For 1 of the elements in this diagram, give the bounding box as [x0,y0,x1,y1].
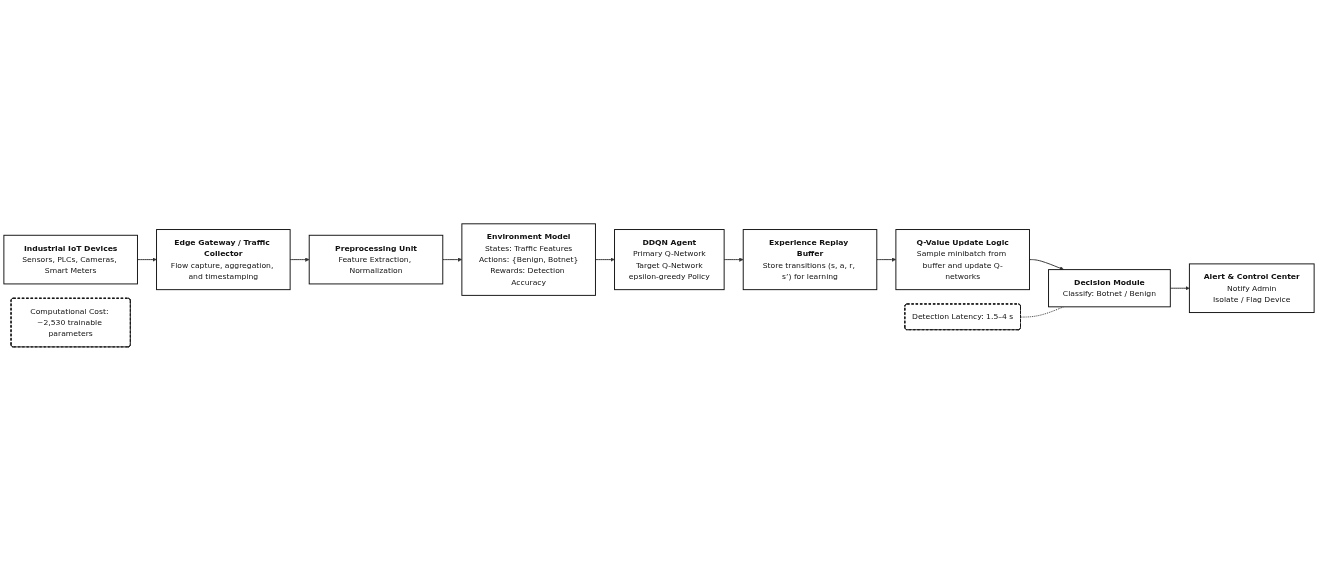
connector [1020,306,1065,318]
